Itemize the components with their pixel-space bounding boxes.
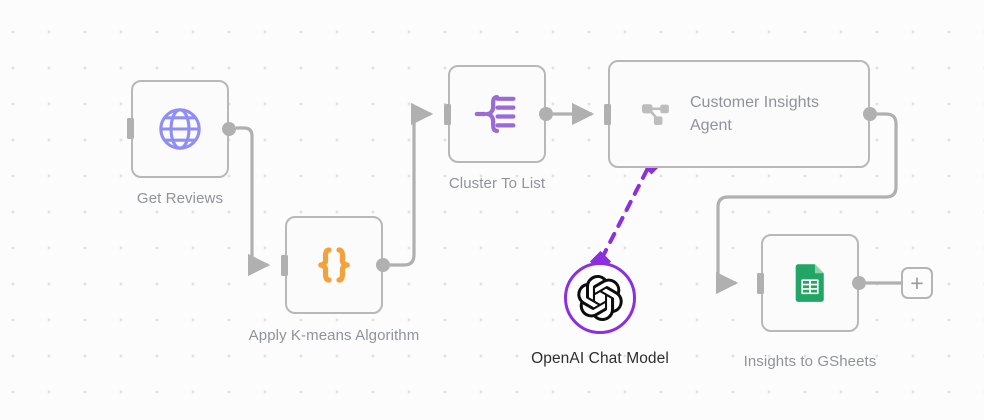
port-in-apply-kmeans[interactable] [281, 255, 288, 276]
wire-get-reviews-to-kmeans [236, 126, 271, 277]
port-out-customer-insights-agent[interactable] [863, 107, 877, 121]
node-label-cluster-to-list: Cluster To List [448, 175, 546, 192]
port-in-cluster-to-list[interactable] [444, 104, 451, 125]
google-sheets-icon [788, 261, 832, 305]
node-get-reviews[interactable] [131, 80, 229, 178]
node-label-openai-chat-model: OpenAI Chat Model [531, 350, 669, 367]
node-insights-to-gsheets[interactable] [761, 234, 859, 332]
add-node-button[interactable]: + [901, 267, 933, 299]
node-apply-kmeans[interactable] [285, 216, 383, 314]
plus-icon: + [910, 269, 924, 296]
node-label-apply-kmeans: Apply K-means Algorithm [248, 327, 420, 344]
port-out-apply-kmeans[interactable] [376, 258, 390, 272]
node-cluster-to-list[interactable] [448, 65, 546, 163]
port-in-get-reviews[interactable] [127, 118, 134, 139]
node-customer-insights-agent[interactable]: Customer Insights Agent [608, 60, 870, 168]
port-in-insights-to-gsheets[interactable] [757, 273, 764, 294]
node-label-get-reviews: Get Reviews [136, 190, 224, 207]
openai-logo-icon [577, 275, 623, 321]
globe-icon [155, 104, 205, 154]
split-out-icon [472, 89, 522, 139]
ai-agent-icon [640, 97, 674, 131]
wire-openai-to-agent [600, 164, 651, 260]
agent-title: Customer Insights Agent [690, 94, 819, 134]
code-braces-icon [310, 241, 358, 289]
port-in-customer-insights-agent[interactable] [604, 104, 611, 125]
port-out-cluster-to-list[interactable] [539, 107, 553, 121]
node-openai-chat-model[interactable] [564, 262, 636, 334]
port-out-get-reviews[interactable] [222, 122, 236, 136]
port-out-insights-to-gsheets[interactable] [852, 276, 866, 290]
node-label-insights-to-gsheets: Insights to GSheets [743, 353, 877, 370]
